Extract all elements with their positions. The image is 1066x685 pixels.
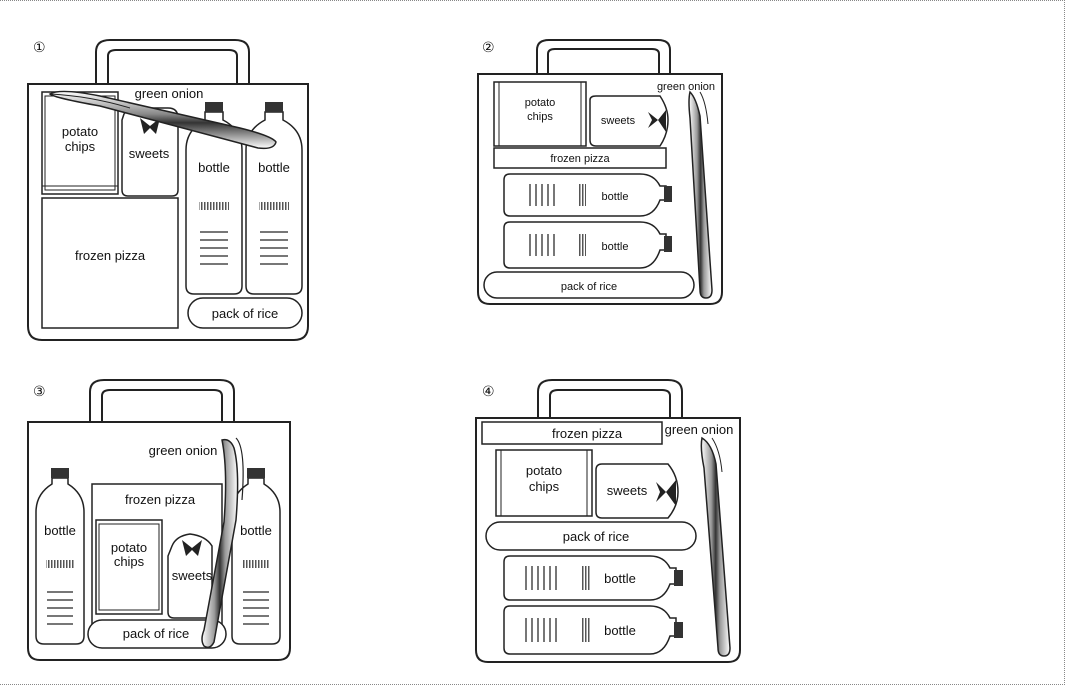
panel-number: ③ bbox=[33, 383, 46, 399]
potato-chips: potato chips bbox=[96, 520, 162, 614]
label-green-onion: green onion bbox=[149, 443, 218, 458]
label-frozen-pizza: frozen pizza bbox=[552, 426, 623, 441]
label-sweets: sweets bbox=[172, 568, 213, 583]
sweets: sweets bbox=[168, 534, 213, 618]
bottle-1: bottle bbox=[504, 174, 672, 216]
bottle-2: bottle bbox=[504, 222, 672, 268]
panel-number: ① bbox=[33, 39, 46, 55]
bag-handle bbox=[537, 40, 670, 74]
label-bottle: bottle bbox=[604, 623, 636, 638]
label-pack-of-rice: pack of rice bbox=[123, 626, 189, 641]
panel-number: ② bbox=[482, 39, 495, 55]
bottle-1: bottle bbox=[36, 468, 84, 644]
label-sweets: sweets bbox=[129, 146, 170, 161]
label-frozen-pizza: frozen pizza bbox=[125, 492, 196, 507]
bottle-2: bottle bbox=[504, 606, 683, 654]
label-chips: chips bbox=[114, 554, 145, 569]
label-potato: potato bbox=[526, 463, 562, 478]
panel-4: ④ frozen pizza potato chips sweets pack … bbox=[476, 380, 740, 662]
sweets: sweets bbox=[596, 464, 678, 518]
label-potato: potato bbox=[62, 124, 98, 139]
panel-3: ③ frozen pizza potato chips sweets bottl… bbox=[28, 380, 290, 660]
bottle-1: bottle bbox=[504, 556, 683, 600]
bag-handle bbox=[538, 380, 682, 418]
label-bottle: bottle bbox=[258, 160, 290, 175]
panel-2: ② potato chips sweets frozen pizza bottl… bbox=[478, 39, 722, 304]
label-sweets: sweets bbox=[607, 483, 648, 498]
potato-chips: potato chips bbox=[494, 82, 586, 146]
frozen-pizza: frozen pizza bbox=[482, 422, 662, 444]
label-pack-of-rice: pack of rice bbox=[561, 281, 617, 293]
label-bottle: bottle bbox=[240, 523, 272, 538]
label-pack-of-rice: pack of rice bbox=[212, 306, 278, 321]
label-pack-of-rice: pack of rice bbox=[563, 529, 629, 544]
bag-handle bbox=[90, 380, 234, 422]
label-frozen-pizza: frozen pizza bbox=[550, 153, 610, 165]
bag-handle bbox=[96, 40, 249, 84]
label-potato: potato bbox=[525, 97, 556, 109]
label-bottle: bottle bbox=[602, 191, 629, 203]
panel-1: ① potato chips sweets frozen pizza bbox=[28, 39, 308, 340]
sweets: sweets bbox=[590, 96, 668, 146]
label-bottle: bottle bbox=[602, 241, 629, 253]
label-bottle: bottle bbox=[44, 523, 76, 538]
label-frozen-pizza: frozen pizza bbox=[75, 248, 146, 263]
pack-of-rice: pack of rice bbox=[188, 298, 302, 328]
frozen-pizza: frozen pizza bbox=[494, 148, 666, 168]
potato-chips: potato chips bbox=[496, 450, 592, 516]
panel-number: ④ bbox=[482, 383, 495, 399]
label-bottle: bottle bbox=[198, 160, 230, 175]
label-potato: potato bbox=[111, 540, 147, 555]
label-green-onion: green onion bbox=[135, 86, 204, 101]
bottle-2: bottle bbox=[246, 102, 302, 294]
pack-of-rice: pack of rice bbox=[484, 272, 694, 298]
label-bottle: bottle bbox=[604, 571, 636, 586]
label-chips: chips bbox=[527, 111, 553, 123]
pack-of-rice: pack of rice bbox=[486, 522, 696, 550]
label-green-onion: green onion bbox=[665, 422, 734, 437]
label-chips: chips bbox=[529, 479, 560, 494]
frozen-pizza: frozen pizza bbox=[42, 198, 178, 328]
label-green-onion: green onion bbox=[657, 81, 715, 93]
label-chips: chips bbox=[65, 139, 96, 154]
label-sweets: sweets bbox=[601, 115, 636, 127]
bottle-2: bottle bbox=[232, 468, 280, 644]
